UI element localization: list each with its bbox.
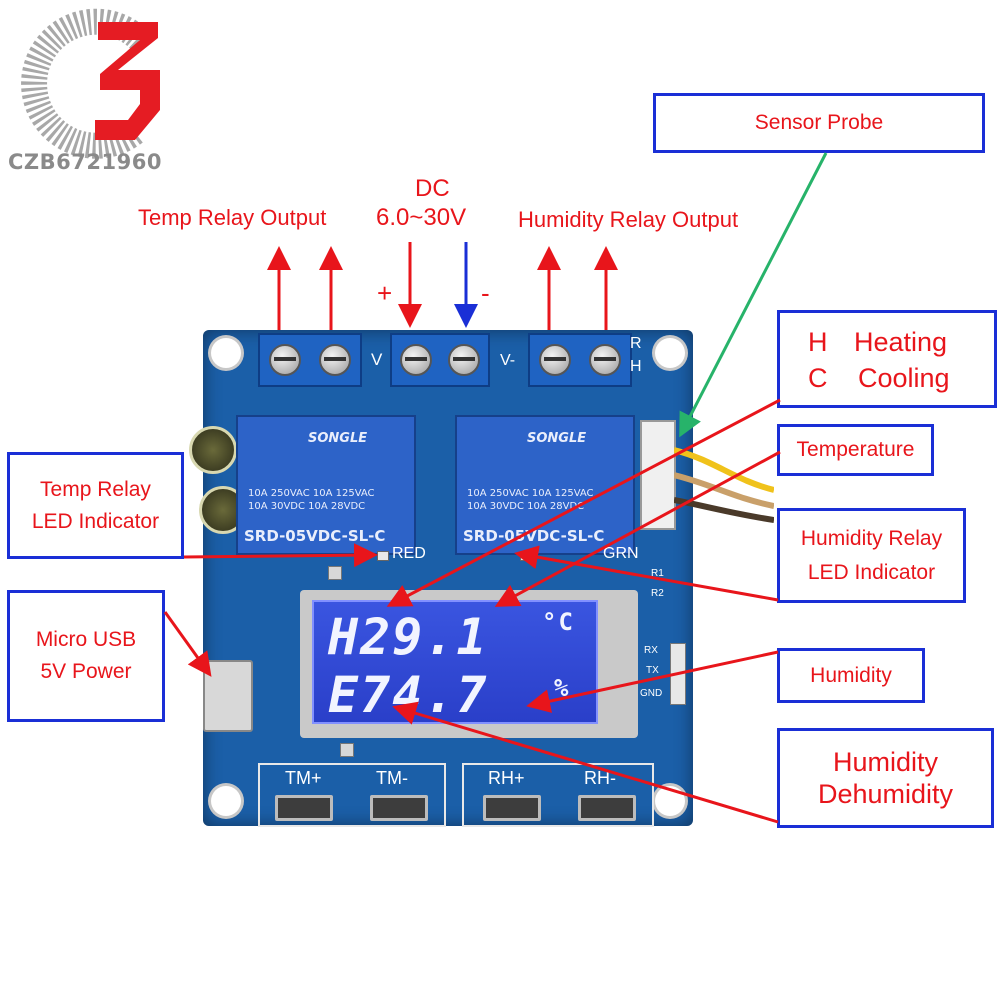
temp-relay-led-box: Temp Relay LED Indicator (7, 452, 184, 559)
screw-icon (539, 344, 571, 376)
heating-cooling-box: H Heating C Cooling (777, 310, 997, 408)
led-red-label: RED (392, 545, 426, 562)
dehumidity-mode-label: Dehumidity (817, 779, 954, 809)
dc-input-terminal[interactable] (390, 333, 490, 387)
relay-model: SRD-05VDC-SL-C (244, 527, 386, 545)
relay-spec: 10A 250VAC 10A 125VAC 10A 30VDC 10A 28VD… (467, 487, 594, 513)
screw-icon (400, 344, 432, 376)
temp-relay: SONGLE 10A 250VAC 10A 125VAC 10A 30VDC 1… (236, 415, 416, 555)
pin (328, 566, 342, 580)
relay-spec-line: 10A 250VAC 10A 125VAC (248, 488, 375, 499)
lcd-display: H29.1 °C E74.7 % (300, 590, 638, 738)
micro-usb-label-2: 5V Power (40, 660, 132, 683)
dc-range-label: 6.0~30V (376, 204, 467, 231)
display-unit-1: °C (542, 608, 575, 636)
humidity-dehumidity-box: Humidity Dehumidity (777, 728, 994, 828)
humidity-relay-led (520, 551, 532, 561)
humidity-relay-terminal[interactable] (528, 333, 632, 387)
tm-minus-button[interactable] (370, 795, 428, 821)
heating-label: Heating (854, 327, 948, 357)
cooling-label: Cooling (858, 363, 950, 393)
display-unit-2: % (554, 674, 571, 702)
humidity-relay: SONGLE 10A 250VAC 10A 125VAC 10A 30VDC 1… (455, 415, 635, 555)
plus-label: + (377, 278, 393, 308)
mount-hole (655, 338, 685, 368)
relay-brand: SONGLE (308, 431, 368, 446)
r2-label: R2 (651, 588, 664, 599)
pin-header (328, 566, 618, 582)
lcd-screen: H29.1 °C E74.7 % (312, 600, 598, 724)
mount-hole (211, 338, 241, 368)
capacitor (189, 426, 237, 474)
display-line-1: H29.1 (328, 608, 489, 666)
relay-spec-line: 10A 250VAC 10A 125VAC (467, 488, 594, 499)
humidity-label: Humidity (810, 663, 892, 687)
temperature-box: Temperature (777, 424, 934, 476)
rh-minus-label: RH- (584, 768, 616, 788)
sensor-probe-label: Sensor Probe (754, 111, 884, 134)
humidity-mode-label: Humidity (832, 747, 939, 777)
tm-plus-button[interactable] (275, 795, 333, 821)
temp-relay-output-label: Temp Relay Output (138, 205, 327, 230)
heating-h-label: H (808, 327, 828, 357)
logo-letter-icon (95, 22, 160, 140)
screw-icon (589, 344, 621, 376)
terminal-v-label: V (371, 350, 383, 369)
temp-relay-terminal[interactable] (258, 333, 362, 387)
led-grn-label: GRN (603, 545, 639, 562)
terminal-r-label: R (630, 335, 642, 352)
rh-minus-button[interactable] (578, 795, 636, 821)
mount-hole (211, 786, 241, 816)
screw-icon (269, 344, 301, 376)
relay-brand: SONGLE (527, 431, 587, 446)
minus-label: - (481, 278, 490, 308)
rh-plus-button[interactable] (483, 795, 541, 821)
sensor-connector[interactable] (640, 420, 676, 530)
terminal-h-label: H (630, 358, 642, 375)
tx-label: TX (646, 665, 659, 676)
rh-plus-label: RH+ (488, 768, 525, 788)
terminal-vminus-label: V- (500, 352, 516, 369)
humidity-box: Humidity (777, 648, 925, 703)
humidity-relay-led-label-1: Humidity Relay (800, 526, 943, 550)
relay-spec-line: 10A 30VDC 10A 28VDC (248, 501, 366, 512)
humidity-relay-led-label-2: LED Indicator (807, 560, 936, 584)
brand-logo (21, 8, 160, 159)
micro-usb-label-1: Micro USB (35, 628, 137, 651)
temperature-label: Temperature (796, 438, 915, 461)
cooling-c-label: C (808, 363, 828, 393)
tm-plus-label: TM+ (285, 768, 322, 788)
display-line-2: E74.7 (328, 666, 489, 724)
r1-label: R1 (651, 568, 664, 579)
relay-spec-line: 10A 30VDC 10A 28VDC (467, 501, 585, 512)
pin (340, 743, 354, 757)
uart-header (670, 643, 686, 705)
logo-text: CZB6721960 (8, 150, 162, 174)
screw-icon (319, 344, 351, 376)
rx-label: RX (644, 645, 658, 656)
dc-label: DC (415, 175, 450, 202)
temp-relay-led-label-2: LED Indicator (31, 509, 160, 533)
humidity-relay-led-box: Humidity Relay LED Indicator (777, 508, 966, 603)
micro-usb-port[interactable] (203, 660, 253, 732)
relay-model: SRD-05VDC-SL-C (463, 527, 605, 545)
gnd-label: GND (640, 688, 663, 699)
temp-relay-led-label-1: Temp Relay (40, 477, 151, 501)
tm-minus-label: TM- (376, 768, 408, 788)
arrow-icon (163, 611, 212, 677)
screw-icon (448, 344, 480, 376)
temp-relay-led (377, 551, 389, 561)
relay-spec: 10A 250VAC 10A 125VAC 10A 30VDC 10A 28VD… (248, 487, 375, 513)
mount-hole (655, 786, 685, 816)
sensor-wires (674, 447, 774, 523)
pin-header (340, 743, 590, 757)
sensor-probe-box: Sensor Probe (653, 93, 985, 153)
micro-usb-box: Micro USB 5V Power (7, 590, 165, 722)
humidity-relay-output-label: Humidity Relay Output (518, 207, 739, 232)
